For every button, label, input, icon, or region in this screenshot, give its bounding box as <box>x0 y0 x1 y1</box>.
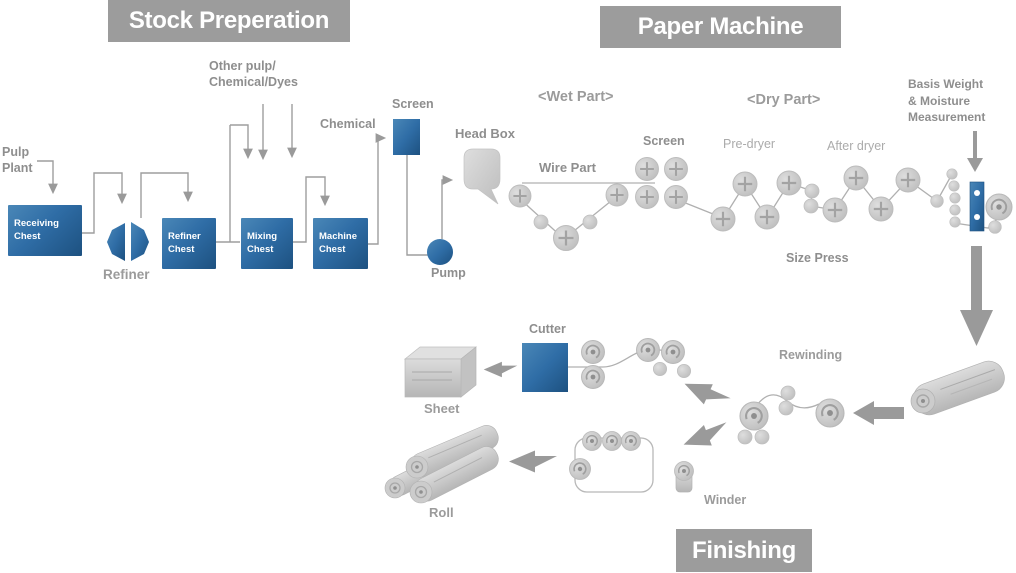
head-box-shape <box>463 148 501 205</box>
wet-part-label: <Wet Part> <box>538 89 614 105</box>
roll-label: Roll <box>429 505 454 520</box>
machine-chest-label: Machine Chest <box>319 231 358 255</box>
basis-weight-scanner <box>969 181 985 232</box>
pump-label: Pump <box>431 266 466 280</box>
receiving-chest-label: Receiving Chest <box>14 218 59 242</box>
cutter-label: Cutter <box>529 322 566 336</box>
wet-part-rollers <box>508 156 689 252</box>
wire-part-label: Wire Part <box>539 160 596 175</box>
refiner-shape <box>107 222 149 261</box>
machine-chest: Machine Chest <box>313 218 368 269</box>
mixing-chest: Mixing Chest <box>241 218 293 269</box>
cutter-shape <box>522 343 568 392</box>
banner-finishing: Finishing <box>676 529 812 572</box>
refiner-chest: Refiner Chest <box>162 218 216 269</box>
size-press-label: Size Press <box>786 251 849 265</box>
mixing-chest-label: Mixing Chest <box>247 231 278 255</box>
sheet-label: Sheet <box>424 401 460 416</box>
process-pipes <box>37 104 454 256</box>
winder-station-rollers <box>568 430 642 481</box>
paper-roll <box>910 360 1005 416</box>
refiner-label: Refiner <box>103 267 150 282</box>
screen-wet-label: Screen <box>643 134 685 148</box>
measurement-arrow <box>967 131 983 172</box>
flow-arrows <box>483 246 993 473</box>
pre-dryer-label: Pre-dryer <box>723 137 776 151</box>
head-box-label: Head Box <box>455 126 515 141</box>
rewinding-station <box>737 385 846 445</box>
dry-part-label: <Dry Part> <box>747 92 821 108</box>
chemical-label: Chemical <box>320 117 376 131</box>
other-pulp-label: Other pulp/ Chemical/Dyes <box>209 59 298 90</box>
pulp-plant-label: Pulp Plant <box>2 145 33 176</box>
pump-shape <box>427 239 453 265</box>
finished-rolls <box>384 425 499 504</box>
receiving-chest: Receiving Chest <box>8 205 82 256</box>
winder-label: Winder <box>704 493 747 507</box>
screen-shape <box>393 119 420 155</box>
banner-paper-machine: Paper Machine <box>600 6 841 48</box>
winder-roll <box>673 460 695 493</box>
refiner-chest-label: Refiner Chest <box>168 231 201 255</box>
takeup-roller <box>985 193 1013 221</box>
banner-stock-preparation: Stock Preperation <box>108 0 350 42</box>
after-dryer-label: After dryer <box>827 139 886 153</box>
cutter-feed-rollers <box>580 337 692 390</box>
rewinding-label: Rewinding <box>779 348 843 362</box>
sheet-stack <box>404 346 477 398</box>
basis-weight-label: Basis Weight & Moisture Measurement <box>908 77 986 125</box>
screen-stock-label: Screen <box>392 97 434 111</box>
